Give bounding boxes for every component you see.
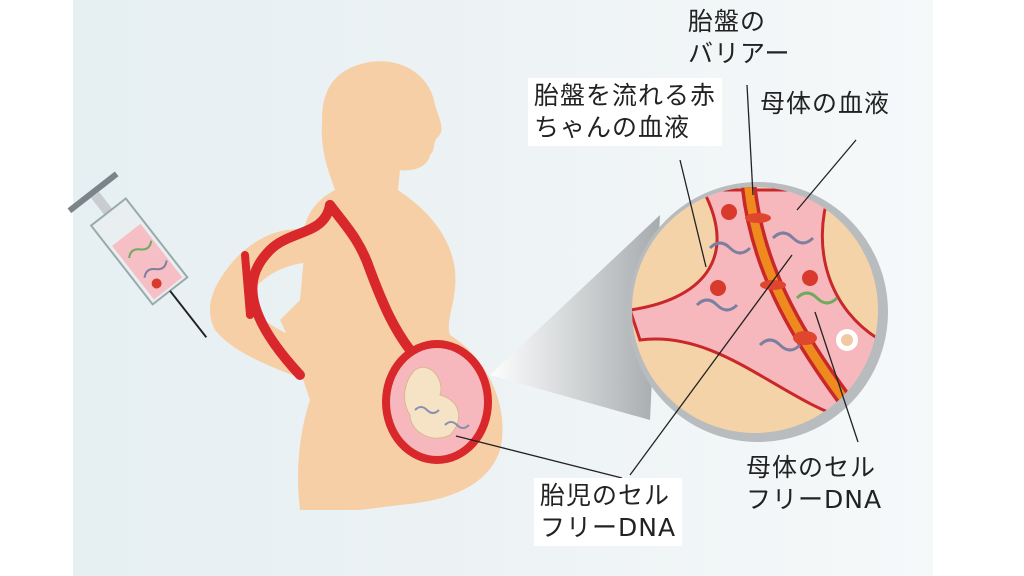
label-fetal-cfdna: 胎児のセル フリーDNA [534,478,683,546]
label-line: 胎盤を流れる赤 [534,81,717,110]
label-baby-blood: 胎盤を流れる赤 ちゃんの血液 [528,78,723,146]
red-blood-cell [802,270,818,286]
label-maternal-cfdna: 母体のセル フリーDNA [746,452,882,516]
womb [382,340,492,464]
label-line: フリーDNA [540,513,677,542]
dna-icon [444,421,470,429]
fetus [404,367,460,439]
red-blood-cell [710,280,726,296]
dna-icon [414,406,440,414]
label-line: 胎盤の [688,7,767,36]
magnify-beam [490,215,660,420]
label-line: フリーDNA [746,485,883,514]
label-line: 胎児のセル [540,481,671,510]
label-placenta-barrier: 胎盤の バリアー [688,6,791,70]
magnified-placenta-view [628,182,888,442]
label-maternal-blood: 母体の血液 [760,89,891,118]
dna-strands [695,231,839,352]
leader-lines [455,84,859,479]
blood-vessels [241,200,415,380]
syringe [67,171,208,338]
label-line: 母体のセル [746,453,877,482]
red-blood-cell [721,204,737,220]
label-line: ちゃんの血液 [534,113,691,142]
label-line: バリアー [688,39,791,68]
